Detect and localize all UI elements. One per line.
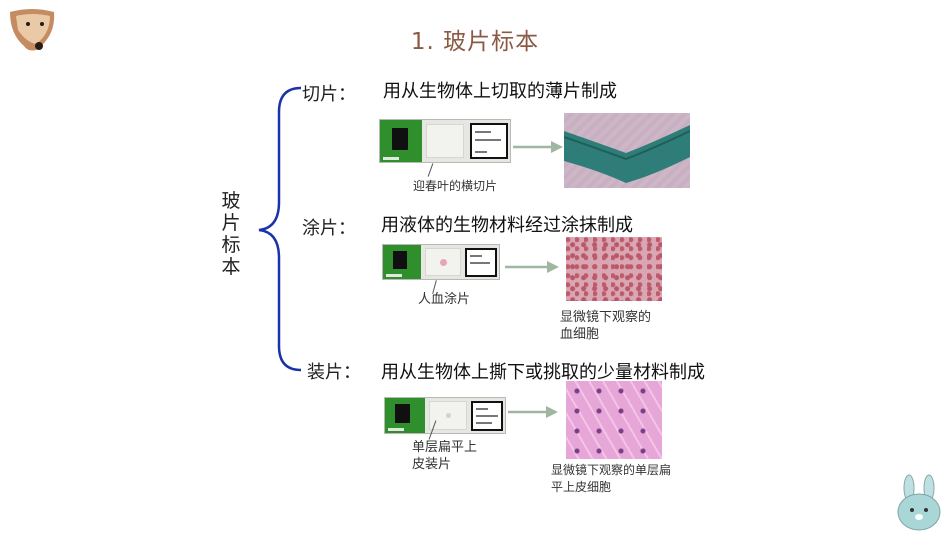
main-label: 玻 片 标 本 xyxy=(218,190,244,278)
page-title: 1. 玻片标本 xyxy=(410,29,540,55)
slide-caption-mount: 单层扁平上 皮装片 xyxy=(412,440,478,472)
main-label-text: 玻 片 标 本 xyxy=(221,190,241,278)
category-description-smear: 用液体的生物材料经过涂抹制成 xyxy=(381,215,633,236)
slide-blood-smear xyxy=(382,244,500,280)
pointer-line xyxy=(427,163,434,177)
fox-mascot-icon xyxy=(6,6,58,56)
arrow-right-icon xyxy=(505,261,559,273)
curly-brace xyxy=(258,86,302,372)
micrograph-caption-epithelium: 显微镜下观察的单层扁 平上皮细胞 xyxy=(551,463,672,494)
category-description-mount: 用从生物体上撕下或挑取的少量材料制成 xyxy=(381,362,705,383)
slide-caption-smear: 人血涂片 xyxy=(418,292,471,307)
slide-leaf-section xyxy=(379,119,511,163)
category-description-section: 用从生物体上切取的薄片制成 xyxy=(383,81,617,102)
micrograph-blood-cells xyxy=(566,237,662,301)
category-label-section: 切片： xyxy=(302,84,356,105)
category-label-mount: 装片： xyxy=(307,362,361,383)
arrow-right-icon xyxy=(508,406,558,418)
slide-caption-section: 迎春叶的横切片 xyxy=(413,179,498,193)
micrograph-epithelial-cells xyxy=(566,381,662,459)
category-label-smear: 涂片： xyxy=(302,218,356,239)
arrow-right-icon xyxy=(513,141,563,153)
micrograph-leaf-section xyxy=(564,113,690,188)
slide-epithelium-mount xyxy=(384,397,506,434)
bunny-mascot-icon xyxy=(894,474,944,535)
micrograph-caption-blood: 显微镜下观察的 血细胞 xyxy=(560,310,652,342)
